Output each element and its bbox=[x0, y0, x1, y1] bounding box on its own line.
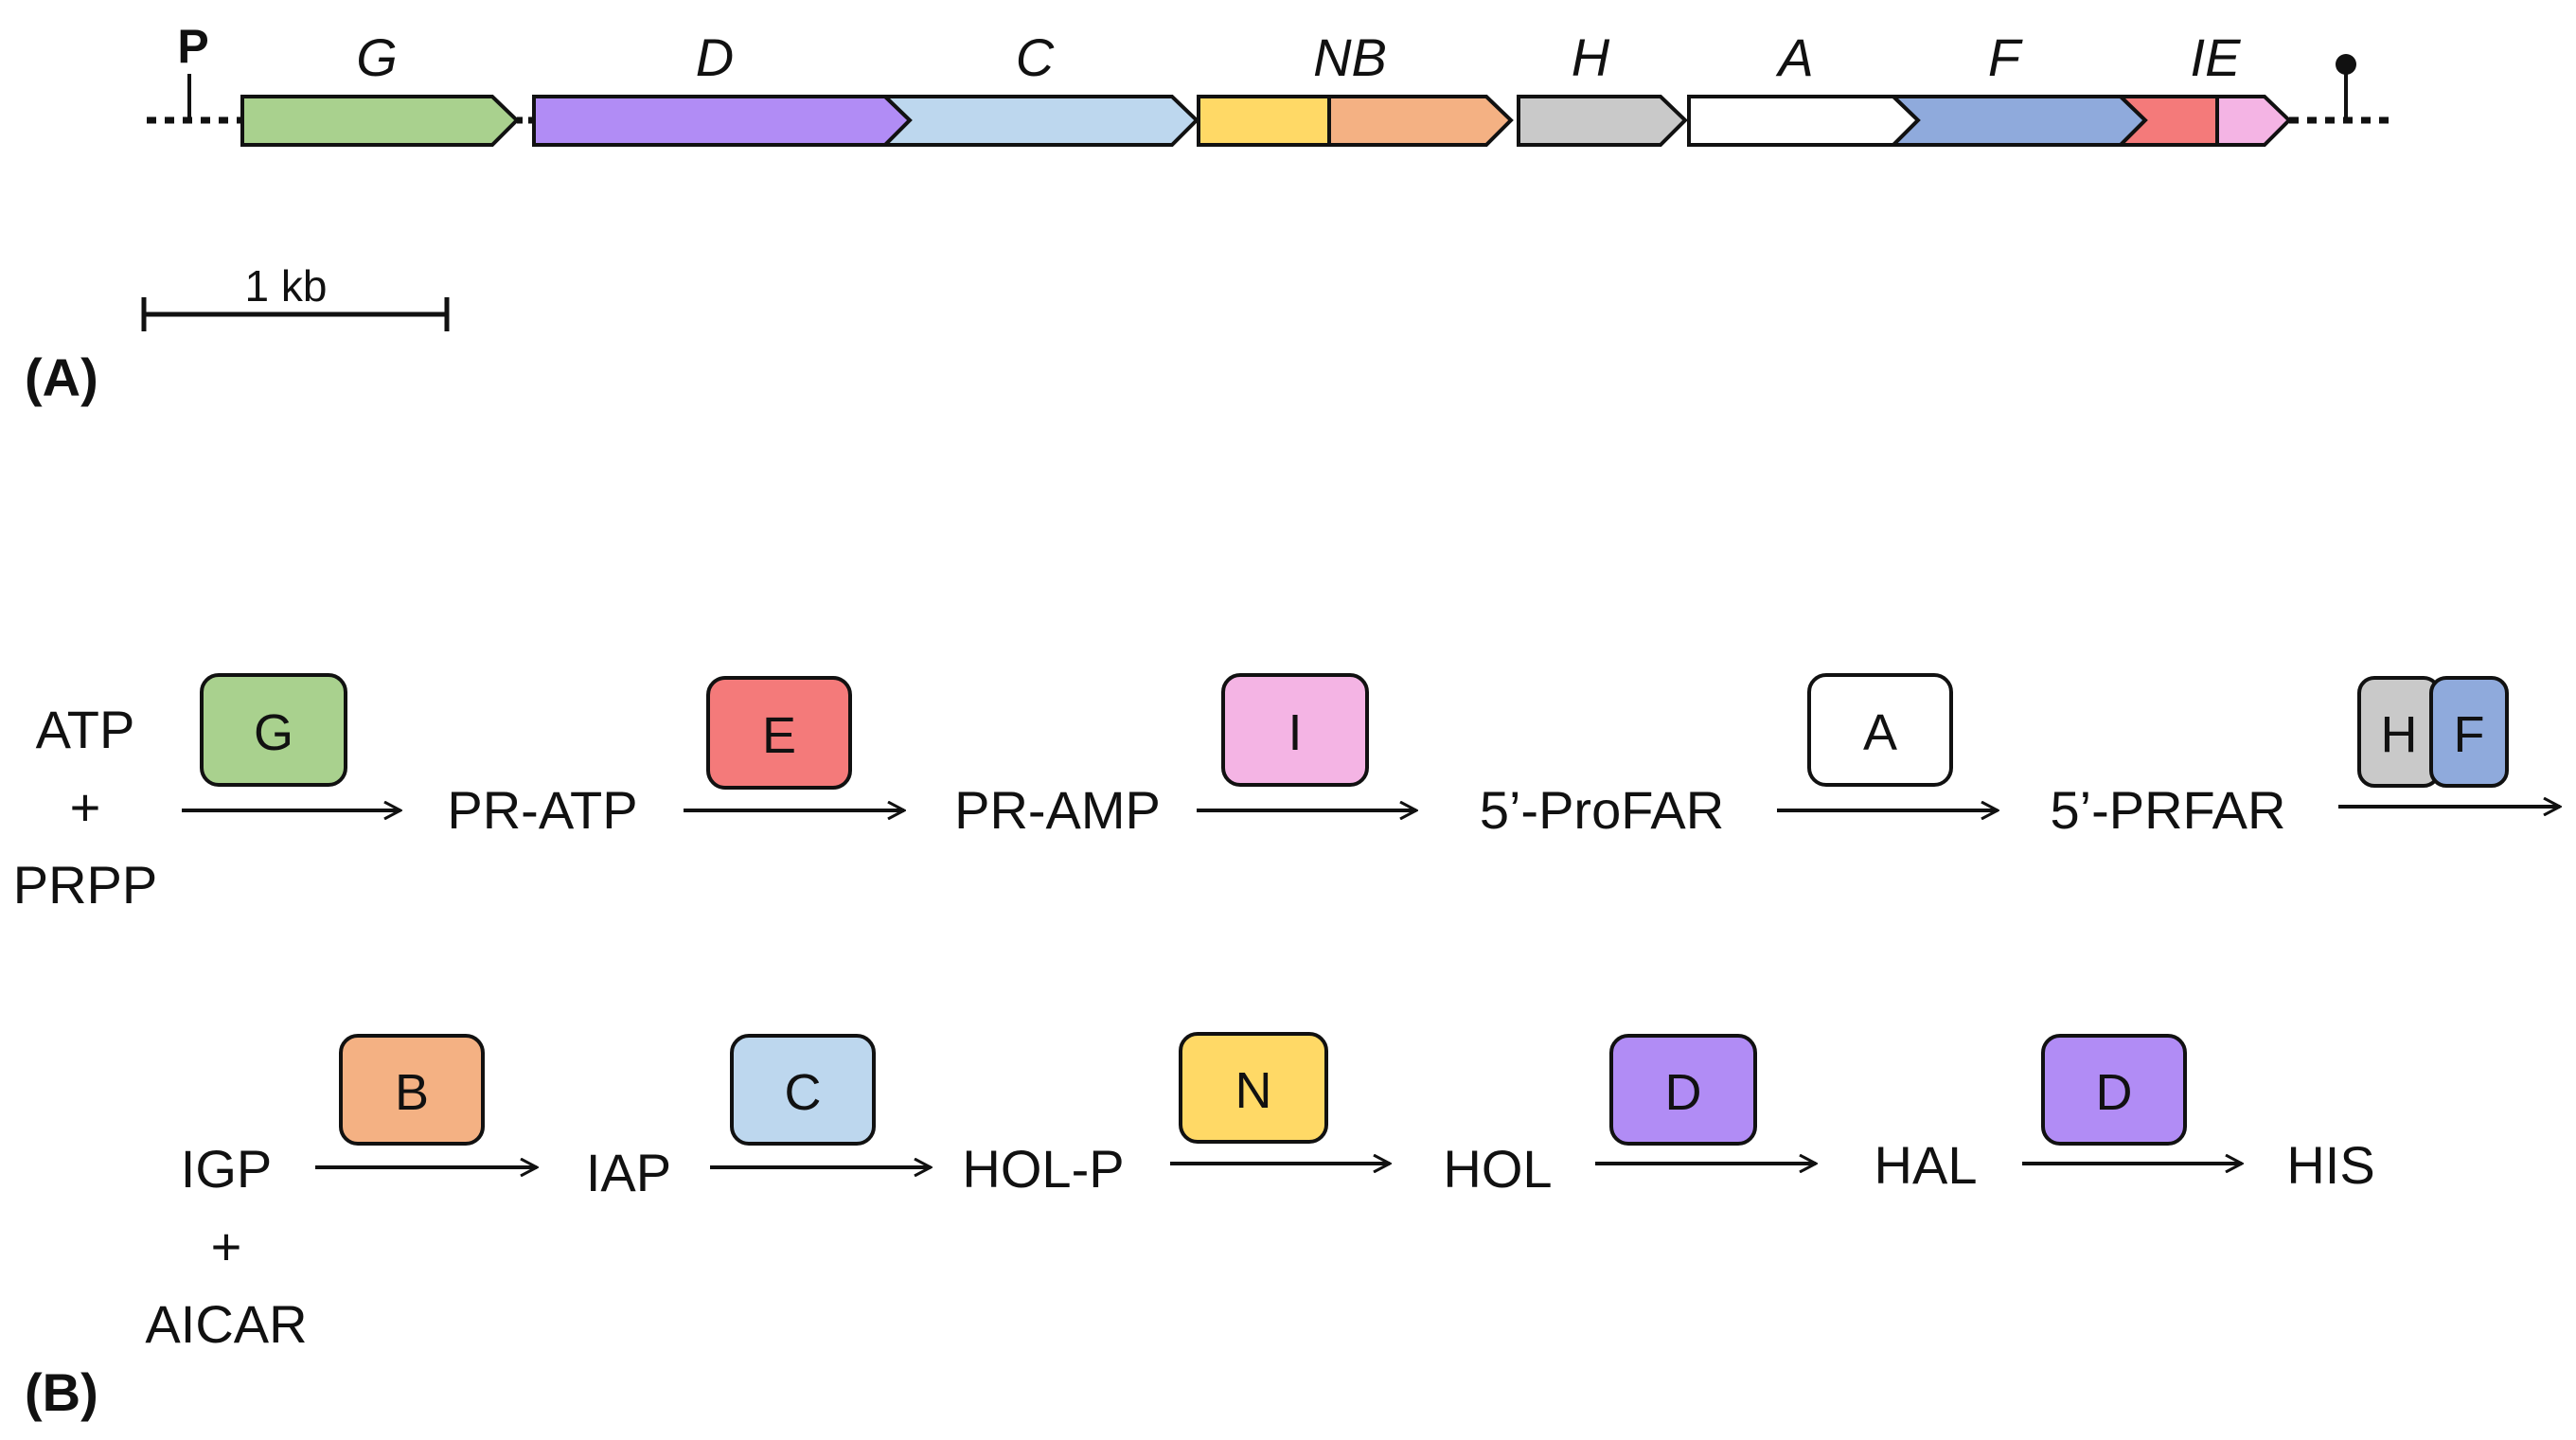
gene-label-d: D bbox=[696, 27, 734, 87]
panel-a-label: (A) bbox=[25, 347, 98, 407]
enzyme-box-g bbox=[200, 673, 347, 787]
product-iap: IAP bbox=[586, 1143, 671, 1202]
enzyme-label-d-2: D bbox=[2096, 1064, 2133, 1121]
product-hol-p: HOL-P bbox=[962, 1139, 1124, 1199]
enzyme-label-i: I bbox=[1288, 704, 1302, 761]
enzyme-label-c: C bbox=[785, 1064, 822, 1121]
gene-label-ie: IE bbox=[2191, 27, 2242, 87]
enzyme-label-f: F bbox=[2454, 706, 2485, 763]
substrate-igp: IGP bbox=[181, 1139, 272, 1199]
product-pr-atp: PR-ATP bbox=[447, 780, 637, 840]
product-hol: HOL bbox=[1443, 1139, 1552, 1199]
gene-label-h: H bbox=[1572, 27, 1610, 87]
substrate-plus-2: + bbox=[211, 1217, 242, 1276]
product-5-prfar: 5’-PRFAR bbox=[2051, 780, 2286, 840]
promoter-label: P bbox=[177, 20, 208, 73]
enzyme-label-b: B bbox=[395, 1064, 429, 1121]
terminator-head bbox=[2336, 54, 2356, 75]
substrate-atp: ATP bbox=[36, 700, 135, 759]
enzyme-box-i bbox=[1221, 673, 1369, 787]
product-pr-amp: PR-AMP bbox=[954, 780, 1161, 840]
substrate-plus-1: + bbox=[70, 777, 101, 837]
panel-b-pathway: ATP + PRPP G PR-ATP E PR-AMP I 5’-ProFAR… bbox=[13, 673, 2560, 1422]
enzyme-label-d-1: D bbox=[1665, 1064, 1702, 1121]
gene-g-arrow bbox=[240, 95, 520, 147]
gene-label-g: G bbox=[356, 27, 398, 87]
gene-label-f: F bbox=[1988, 27, 2023, 87]
enzyme-box-d-2 bbox=[2041, 1034, 2187, 1146]
gene-n-arrow bbox=[1197, 95, 1331, 147]
substrate-aicar: AICAR bbox=[145, 1294, 307, 1354]
enzyme-box-a bbox=[1807, 673, 1953, 787]
scale-bar-label: 1 kb bbox=[245, 261, 328, 311]
gene-d-arrow bbox=[532, 95, 913, 147]
panel-a-operon-map: P G D C NB H A F IE 1 kb (A) bbox=[25, 20, 2395, 407]
enzyme-label-h: H bbox=[2381, 706, 2418, 763]
gene-i-arrow bbox=[2116, 95, 2219, 147]
product-5-profar: 5’-ProFAR bbox=[1480, 780, 1724, 840]
product-his: HIS bbox=[2286, 1135, 2374, 1195]
gene-e-arrow bbox=[2215, 95, 2292, 147]
gene-c-arrow bbox=[880, 95, 1199, 147]
enzyme-box-c bbox=[730, 1034, 876, 1146]
panel-b-label: (B) bbox=[25, 1362, 98, 1422]
gene-a-arrow bbox=[1687, 95, 1921, 147]
gene-h-arrow bbox=[1517, 95, 1688, 147]
enzyme-box-e bbox=[706, 676, 852, 790]
enzyme-box-f bbox=[2429, 676, 2509, 788]
enzyme-label-n: N bbox=[1235, 1062, 1272, 1119]
gene-b-arrow bbox=[1327, 95, 1514, 147]
scale-bar bbox=[141, 297, 450, 331]
product-hal: HAL bbox=[1874, 1135, 1978, 1195]
enzyme-label-g: G bbox=[254, 704, 293, 761]
substrate-prpp: PRPP bbox=[13, 855, 158, 915]
enzyme-label-e: E bbox=[762, 707, 796, 764]
enzyme-box-b bbox=[339, 1034, 485, 1146]
gene-f-arrow bbox=[1889, 95, 2148, 147]
gene-label-nb: NB bbox=[1313, 27, 1387, 87]
enzyme-label-a: A bbox=[1863, 704, 1897, 761]
enzyme-box-n bbox=[1179, 1032, 1328, 1144]
gene-label-c: C bbox=[1016, 27, 1055, 87]
enzyme-box-d-1 bbox=[1609, 1034, 1757, 1146]
gene-label-a: A bbox=[1775, 27, 1813, 87]
